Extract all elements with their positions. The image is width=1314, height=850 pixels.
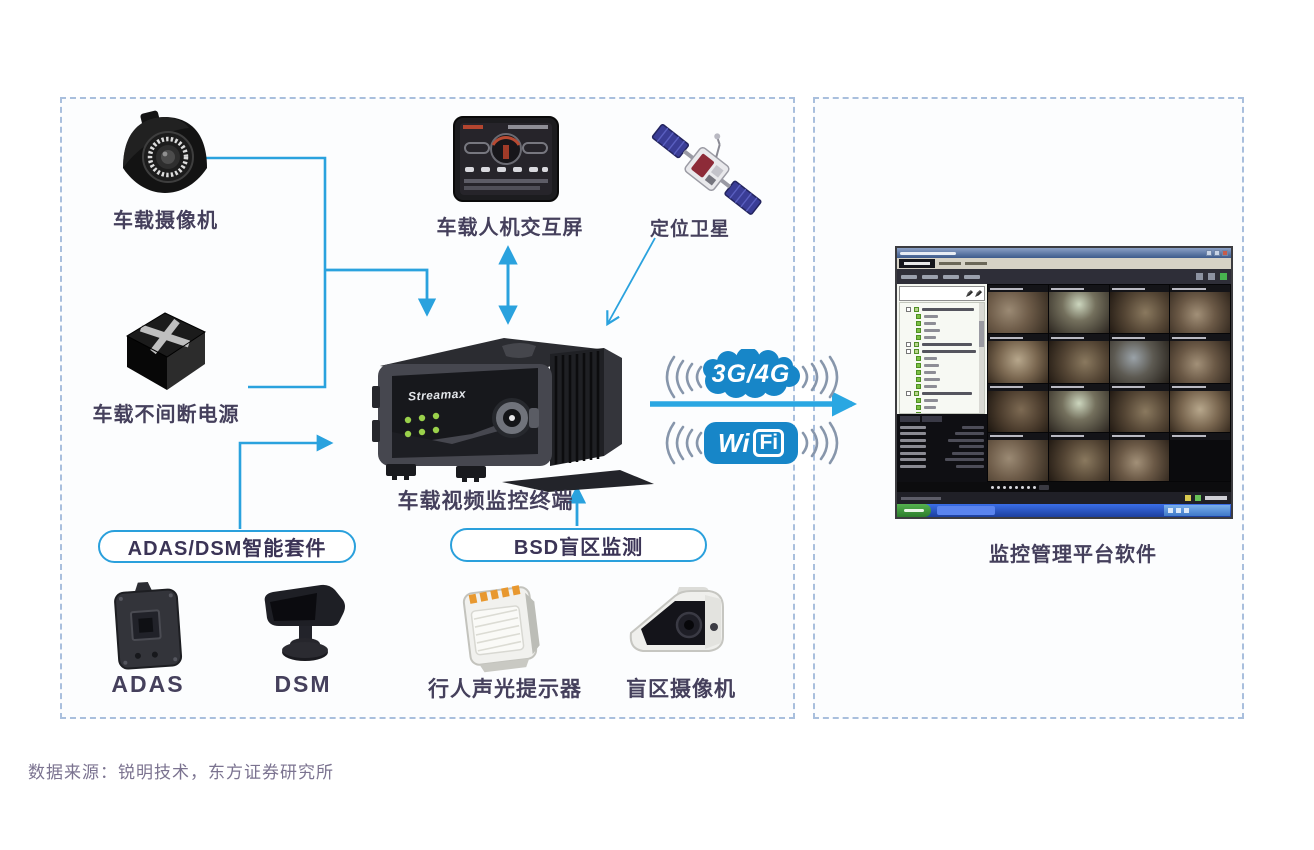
cellular-label: 3G/4G — [711, 359, 791, 388]
platform-menubar — [897, 258, 1231, 269]
video-tile — [1170, 334, 1230, 383]
platform-logo — [899, 259, 935, 268]
bsd-camera-image — [629, 587, 724, 652]
wifi-label-fi: Fi — [753, 428, 785, 458]
tree-row — [906, 391, 976, 396]
platform-statusbar — [897, 492, 1231, 504]
pencil-icon — [966, 290, 973, 297]
properties-panel — [897, 414, 987, 482]
platform-label: 监控管理平台软件 — [989, 544, 1157, 566]
vehicle-camera-image — [123, 110, 207, 193]
dsm-device-image — [264, 584, 345, 661]
tree-row — [916, 314, 976, 319]
tree-scrollbar — [979, 303, 984, 413]
signal-waves-left-wifi-icon — [665, 421, 703, 465]
os-taskbar — [897, 504, 1231, 517]
adas-dsm-kit-pill: ADAS/DSM智能套件 — [98, 530, 356, 563]
mdvr-image — [372, 338, 654, 492]
dsm-label: DSM — [274, 671, 332, 697]
alert-icon — [1185, 495, 1191, 501]
video-tile — [1109, 334, 1170, 383]
tree-search-box — [899, 286, 985, 301]
cloud-shape — [703, 347, 800, 398]
vehicle-camera-label: 车载摄像机 — [113, 210, 218, 232]
video-grid — [987, 284, 1231, 482]
start-button-icon — [897, 504, 931, 517]
video-tile — [1048, 432, 1109, 481]
source-note: 数据来源：锐明技术，东方证券研究所 — [28, 763, 334, 782]
bsd-kit-pill: BSD盲区监测 — [450, 528, 707, 562]
video-tile — [1109, 285, 1170, 334]
tree-row — [916, 363, 976, 368]
platform-screenshot — [895, 246, 1233, 519]
adas-label: ADAS — [111, 671, 185, 697]
tree-row — [916, 335, 976, 340]
video-tile — [1048, 285, 1109, 334]
signal-waves-right-cellular-icon — [801, 355, 839, 399]
tree-row — [916, 356, 976, 361]
bsd-camera-label: 盲区摄像机 — [626, 678, 736, 701]
tree-row — [916, 398, 976, 403]
adas-device-image — [114, 581, 183, 670]
video-tile — [1170, 432, 1230, 481]
positioning-satellite-label: 定位卫星 — [649, 219, 730, 240]
video-tile — [1109, 432, 1170, 481]
tree-row — [916, 405, 976, 410]
system-tray — [1164, 505, 1230, 516]
tree-row — [916, 412, 976, 413]
video-tile — [988, 285, 1048, 334]
tree-row — [916, 377, 976, 382]
vehicle-ups-image — [125, 312, 207, 390]
close-icon — [1222, 250, 1228, 256]
video-tile — [1109, 383, 1170, 432]
maximize-icon — [1214, 250, 1220, 256]
wifi-label-wi: Wi — [717, 427, 750, 458]
tree-row — [906, 349, 976, 354]
vehicle-hmi-label: 车载人机交互屏 — [436, 217, 584, 239]
tree-row — [906, 307, 976, 312]
platform-titlebar — [897, 248, 1231, 258]
tree-row — [906, 342, 976, 347]
cellular-badge: 3G/4G — [700, 347, 802, 399]
video-tile — [1048, 383, 1109, 432]
online-icon — [1195, 495, 1201, 501]
adas-dsm-kit-label: ADAS/DSM智能套件 — [127, 538, 327, 560]
pedestrian-alarm-label: 行人声光提示器 — [428, 678, 582, 701]
device-tree — [899, 302, 985, 414]
pedestrian-alarm-image — [462, 584, 540, 673]
vehicle-hmi-image — [453, 116, 559, 202]
video-tile — [1048, 334, 1109, 383]
page-dots — [897, 482, 1231, 492]
tree-row — [916, 384, 976, 389]
video-tile — [1170, 285, 1230, 334]
platform-toolbar — [897, 269, 1231, 284]
tree-row — [916, 370, 976, 375]
video-tile — [988, 432, 1048, 481]
signal-waves-right-wifi-icon — [801, 421, 839, 465]
tree-row — [916, 321, 976, 326]
mdvr-label: 车载视频监控终端 — [397, 490, 574, 513]
wifi-badge: Wi Fi — [704, 422, 798, 464]
video-tile — [988, 334, 1048, 383]
video-tile — [1170, 383, 1230, 432]
video-tile — [988, 383, 1048, 432]
signal-waves-left-cellular-icon — [665, 355, 703, 399]
device-tree-panel — [897, 284, 987, 482]
pencil-icon — [975, 290, 982, 297]
bsd-kit-label: BSD盲区监测 — [513, 536, 644, 559]
vehicle-ups-label: 车载不间断电源 — [92, 404, 240, 426]
minimize-icon — [1206, 250, 1212, 256]
positioning-satellite-image — [651, 123, 762, 215]
tree-row — [916, 328, 976, 333]
